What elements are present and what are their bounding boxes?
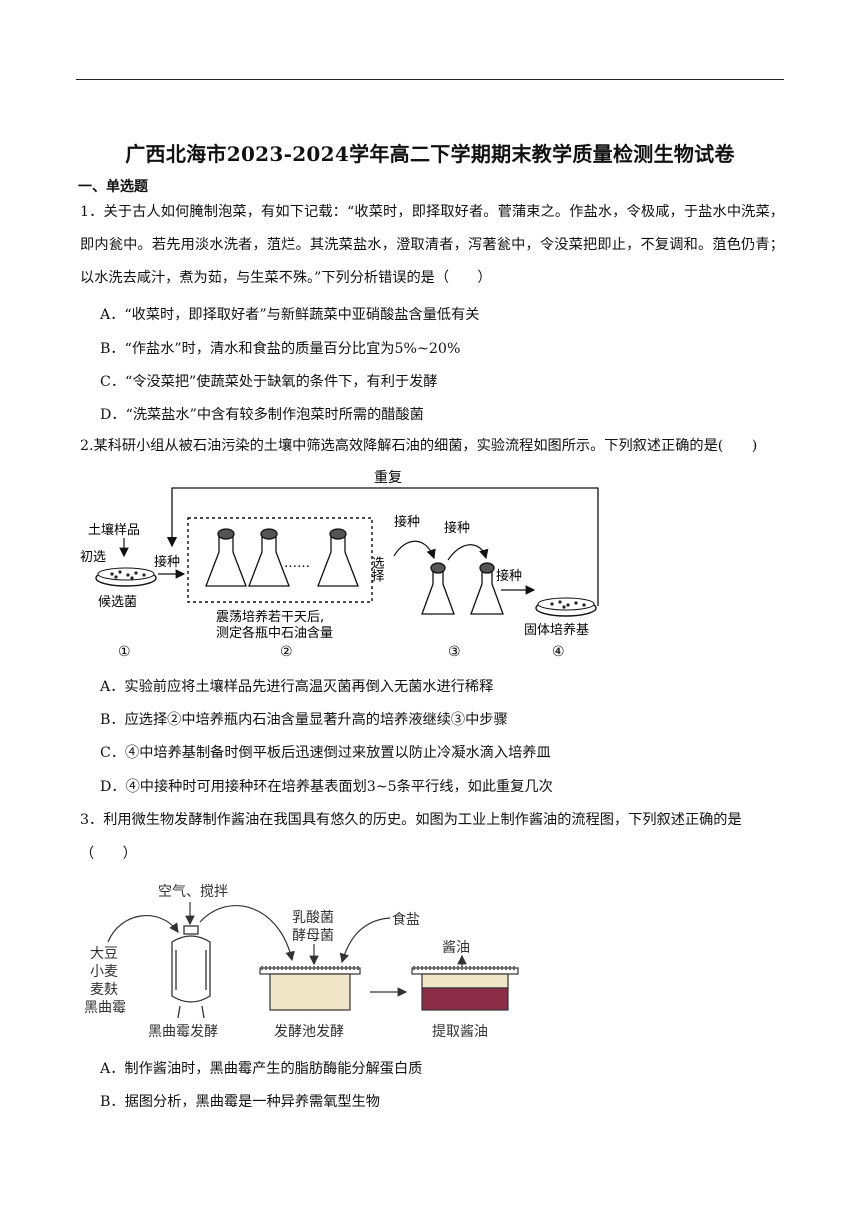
- flask-5: [470, 562, 504, 615]
- extraction-tank: [411, 966, 519, 1011]
- question-1-option-a[interactable]: A．“收菜时，即择取好者”与新鲜蔬菜中亚硝酸盐含量低有关: [100, 307, 480, 323]
- inoculate-arrow-2: [393, 540, 436, 560]
- shake-label-1: 震荡培养若干天后,: [216, 609, 324, 625]
- inoculate-label-2: 接种: [394, 514, 420, 530]
- marker-2: ②: [280, 644, 293, 660]
- select-label: 选择: [369, 556, 385, 582]
- marker-4: ④: [552, 644, 565, 660]
- flask-1: [205, 528, 247, 587]
- question-3-stem-line1: 3．利用微生物发酵制作酱油在我国具有悠久的历史。如图为工业上制作酱油的流程图，下…: [80, 812, 742, 828]
- question-3-stem-line2: （ ）: [80, 846, 137, 862]
- question-2-option-b[interactable]: B．应选择②中培养瓶内石油含量显著升高的培养液继续③中步骤: [100, 712, 508, 728]
- input-soybean: 大豆: [90, 946, 118, 962]
- fermenter-tank: [171, 925, 211, 1019]
- solid-medium-label: 固体培养基: [524, 622, 589, 638]
- inoculate-label-4: 接种: [496, 568, 522, 584]
- question-1-option-d[interactable]: D．“洗菜盐水”中含有较多制作泡菜时所需的醋酸菌: [100, 407, 424, 423]
- candidate-label: 候选菌: [98, 595, 137, 610]
- salt-arrow: [339, 917, 391, 964]
- marker-3: ③: [448, 644, 461, 660]
- repeat-arrow: [166, 487, 599, 606]
- question-2-figure: 重复 土壤样品 初选 候选菌 接种 …… 震荡培养若干天后, 测定各瓶中石油含量…: [80, 469, 599, 660]
- section-heading: 一、单选题: [78, 179, 148, 195]
- header-rule: [76, 79, 784, 80]
- question-3-figure: 空气、搅拌 大豆 小麦 麦麸 黑曲霉 黑曲霉发酵 乳酸菌 酵母菌 食盐 发酵池发…: [84, 884, 519, 1040]
- fermentation-pool: [259, 966, 361, 1011]
- colonies-2: [550, 600, 586, 609]
- tank-to-pool-arrow: [199, 905, 295, 962]
- flask-4: [421, 562, 455, 615]
- stage2-label: 发酵池发酵: [274, 1024, 344, 1040]
- marker-1: ①: [118, 644, 131, 660]
- salt-label: 食盐: [392, 911, 420, 928]
- repeat-label: 重复: [374, 469, 402, 486]
- question-2-option-a[interactable]: A．实验前应将土壤样品先进行高温灭菌再倒入无菌水进行稀释: [100, 679, 494, 695]
- stage3-label: 提取酱油: [432, 1024, 488, 1040]
- question-2-option-c[interactable]: C．④中培养基制备时倒平板后迅速倒过来放置以防止冷凝水滴入培养皿: [100, 745, 551, 761]
- question-2-stem: 2.某科研小组从被石油污染的土壤中筛选高效降解石油的细菌，实验流程如图所示。下列…: [80, 438, 758, 454]
- flask-2: [248, 528, 290, 587]
- inoculate-label-3: 接种: [444, 520, 470, 536]
- colonies-1: [110, 570, 146, 580]
- question-3-option-b[interactable]: B．据图分析，黑曲霉是一种异养需氧型生物: [100, 1094, 380, 1110]
- microbe-lactic: 乳酸菌: [292, 910, 334, 926]
- input-wheat: 小麦: [90, 964, 118, 980]
- question-1-stem: 1．关于古人如何腌制泡菜，有如下记载：“收菜时，即择取好者。菅蒲束之。作盐水，令…: [80, 204, 784, 286]
- question-1-option-b[interactable]: B．“作盐水”时，清水和食盐的质量百分比宜为5%~20%: [100, 341, 461, 357]
- air-stir-label: 空气、搅拌: [158, 884, 228, 900]
- initial-selection-label: 初选: [80, 550, 106, 565]
- question-1-option-c[interactable]: C．“令没菜把”使蔬菜处于缺氧的条件下，有利于发酵: [100, 374, 438, 390]
- soil-sample-label: 土壤样品: [88, 522, 140, 538]
- question-3-option-a[interactable]: A．制作酱油时，黑曲霉产生的脂肪酶能分解蛋白质: [100, 1061, 423, 1077]
- flask-3: [317, 528, 359, 587]
- flask-group-box: [187, 517, 373, 603]
- microbe-yeast: 酵母菌: [292, 928, 334, 944]
- inoculate-label-1: 接种: [154, 554, 180, 570]
- question-2-option-d[interactable]: D．④中接种时可用接种环在培养基表面划3~5条平行线，如此重复几次: [100, 779, 553, 795]
- page-title: 广西北海市2023-2024学年高二下学期期末教学质量检测生物试卷: [125, 142, 735, 166]
- input-bran: 麦麸: [90, 982, 118, 998]
- soy-sauce-label: 酱油: [442, 940, 470, 956]
- shake-label-2: 测定各瓶中石油含量: [216, 625, 333, 641]
- inoculate-arrow-3: [447, 544, 489, 561]
- ellipsis: ……: [284, 556, 310, 571]
- input-aspergillus: 黑曲霉: [84, 1000, 126, 1016]
- stage1-label: 黑曲霉发酵: [148, 1024, 218, 1040]
- inputs-arrow: [107, 915, 179, 943]
